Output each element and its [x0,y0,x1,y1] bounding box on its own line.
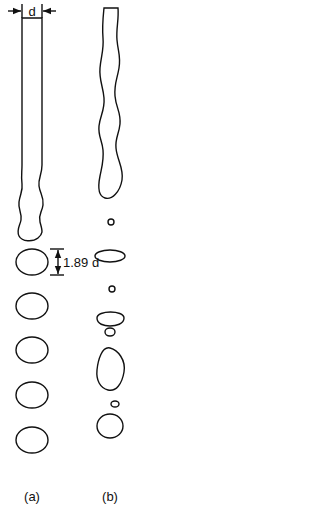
drop [97,312,124,326]
drop [97,348,124,390]
satellite-drop [109,286,115,292]
dimension-arrow [8,10,21,11]
satellite-drop [111,401,119,407]
drop [16,293,48,319]
dimension-arrow [57,250,58,262]
dimension-label: 1.89 d [63,256,99,269]
dimension-tick [21,4,22,18]
dimension-tick [50,274,64,275]
panel-label: (a) [24,490,40,503]
dimension-arrow [43,10,56,11]
drop [16,337,48,363]
dimension-tick [41,4,42,18]
satellite-drop [108,219,114,225]
drop [16,382,48,408]
dimension-arrow [57,262,58,274]
satellite-drop [105,328,115,336]
drop [95,250,125,262]
dimension-tick [50,248,64,249]
drop [97,414,123,438]
liquid-jet [99,8,123,198]
liquid-jet [18,18,43,241]
drop [16,427,48,453]
panel-label: (b) [102,490,118,503]
dimension-label: d [28,5,35,18]
drop [16,249,48,275]
